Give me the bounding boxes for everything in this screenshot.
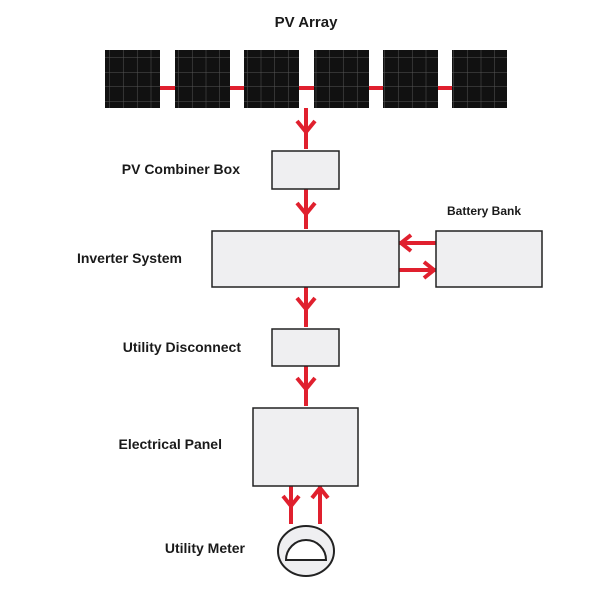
wire-inverter-to-battery [399, 260, 438, 280]
electrical-panel-label: Electrical Panel [118, 436, 222, 452]
pv-panel [175, 50, 230, 108]
pv-panel [244, 50, 299, 108]
utility-meter [277, 525, 335, 577]
wire-inverter-to-disconnect [295, 287, 317, 327]
wire-panel-to-meter-down [281, 486, 301, 524]
pv-panel [314, 50, 369, 108]
wire-array-to-combiner [295, 108, 317, 149]
wire-meter-to-panel-up [310, 484, 330, 524]
electrical-panel-box [252, 407, 359, 487]
battery-bank-box [435, 230, 543, 288]
utility-disconnect-box [271, 328, 340, 367]
inverter-system-label: Inverter System [76, 250, 182, 266]
wire-combiner-to-inverter [295, 189, 317, 229]
pv-array [105, 50, 507, 108]
meter-dial-icon [284, 539, 328, 561]
combiner-box [271, 150, 340, 190]
pv-panel [105, 50, 160, 108]
pv-array-label: PV Array [274, 14, 338, 31]
utility-meter-label: Utility Meter [164, 540, 245, 556]
combiner-box-label: PV Combiner Box [121, 161, 240, 177]
inverter-box [211, 230, 400, 288]
pv-panel [383, 50, 438, 108]
utility-disconnect-label: Utility Disconnect [122, 339, 241, 355]
wire-battery-to-inverter [397, 233, 436, 253]
pv-panel [452, 50, 507, 108]
wire-disconnect-to-panel [295, 366, 317, 406]
battery-bank-label: Battery Bank [447, 204, 522, 218]
